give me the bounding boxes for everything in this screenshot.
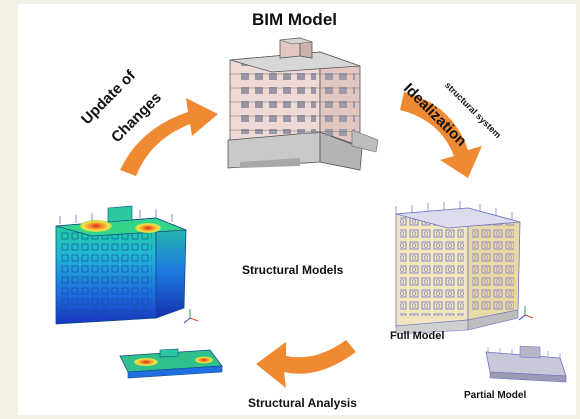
structural-models-label: Structural Models [242,263,344,277]
analysis-heatmap-partial [119,348,223,379]
structural-analysis-label: Structural Analysis [248,396,357,410]
axis-triad-icon [183,309,199,324]
bim-building [227,37,379,171]
bim-model-title: BIM Model [252,10,337,29]
partial-structural-model [485,345,567,383]
analysis-heatmap-building [55,205,187,325]
full-structural-model [395,201,521,335]
partial-model-label: Partial Model [464,390,527,401]
idealization-arrow [400,92,482,178]
analysis-arrow [256,340,356,388]
update-arrow [120,98,218,176]
full-model-label: Full Model [390,330,445,342]
axis-triad-icon [518,306,534,321]
